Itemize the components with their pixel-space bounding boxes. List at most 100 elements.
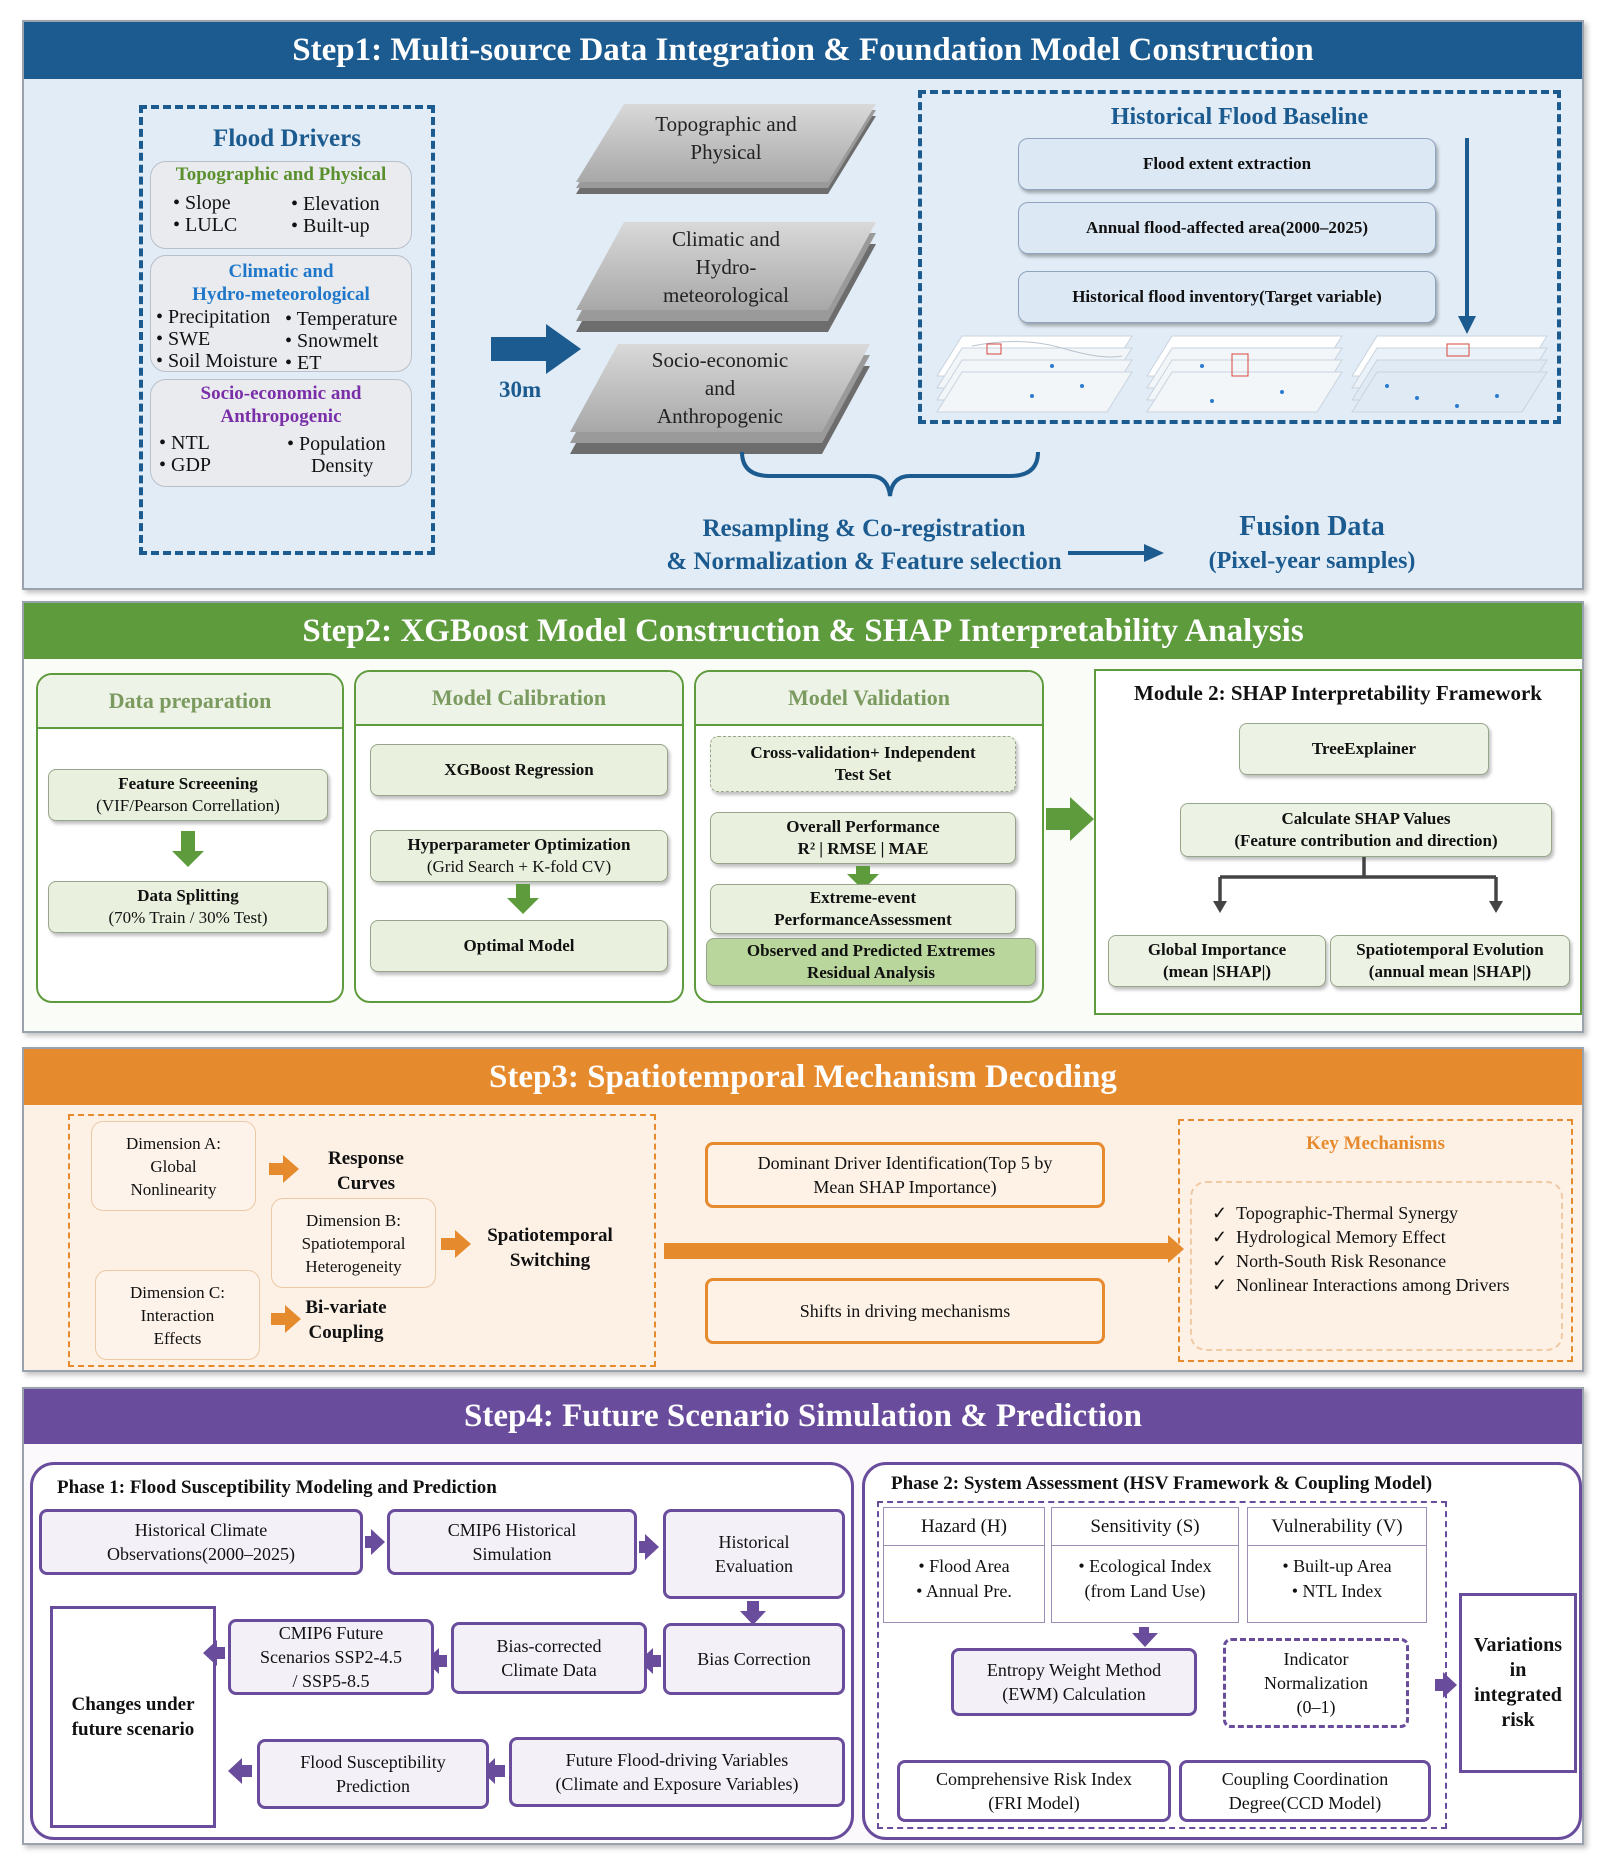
box-title: Hyperparameter Optimization bbox=[407, 835, 631, 854]
fusion-subtitle: (Pixel-year samples) bbox=[1208, 548, 1416, 574]
box-line: Coupling Coordination bbox=[1221, 1769, 1389, 1789]
box-line: Dimension C: bbox=[130, 1282, 225, 1302]
driver-item: SWE bbox=[168, 328, 211, 350]
socio-group-title-1: Socio-economic and bbox=[200, 383, 362, 404]
tree-explainer-box: TreeExplainer bbox=[1239, 723, 1489, 775]
data-prep-column: Data preparation Feature Screeening (VIF… bbox=[36, 673, 344, 1003]
box-line: (annual mean |SHAP|) bbox=[1368, 962, 1532, 981]
model-validation-title: Model Validation bbox=[696, 672, 1042, 726]
driver-item: Snowmelt bbox=[297, 330, 379, 352]
box-line: R² | RMSE | MAE bbox=[797, 839, 929, 858]
fri-box: Comprehensive Risk Index(FRI Model) bbox=[897, 1760, 1171, 1822]
box-line: Flood Susceptibility bbox=[300, 1752, 446, 1772]
key-mechanism-item: North-South Risk Resonance bbox=[1236, 1251, 1447, 1271]
outcome-line: Curves bbox=[336, 1173, 396, 1194]
step2-title: Step2: XGBoost Model Construction & SHAP… bbox=[24, 603, 1582, 659]
processing-line-2: & Normalization & Feature selection bbox=[666, 548, 1062, 575]
future-variables-box: Future Flood-driving Variables(Climate a… bbox=[509, 1737, 845, 1807]
outcome-line: Coupling bbox=[308, 1322, 384, 1343]
box-line: Historical Climate bbox=[134, 1520, 268, 1540]
check-icon: ✓ bbox=[1212, 1203, 1228, 1223]
box-line: Changes under bbox=[71, 1694, 195, 1715]
box-line: Future Flood-driving Variables bbox=[565, 1750, 789, 1770]
box-line: (EWM) Calculation bbox=[1002, 1684, 1146, 1704]
left-arrow-icon bbox=[228, 1758, 252, 1784]
sensitivity-column: Sensitivity (S) • Ecological Index (from… bbox=[1051, 1507, 1239, 1623]
ewm-box: Entropy Weight Method(EWM) Calculation bbox=[951, 1648, 1197, 1716]
box-line: Scenarios SSP2-4.5 bbox=[259, 1647, 402, 1667]
phase2-box: Phase 2: System Assessment (HSV Framewor… bbox=[862, 1462, 1582, 1840]
topo-group-title: Topographic and Physical bbox=[175, 164, 387, 185]
outcome-line: Spatiotemporal bbox=[487, 1225, 613, 1246]
driver-item: Temperature bbox=[296, 308, 398, 330]
box-line: (FRI Model) bbox=[988, 1793, 1080, 1813]
right-arrow-icon bbox=[365, 1529, 385, 1555]
box-line: Heterogeneity bbox=[305, 1256, 402, 1276]
right-arrow-icon bbox=[441, 1230, 471, 1258]
down-arrow-icon bbox=[507, 884, 539, 914]
climate-group-title-1: Climatic and bbox=[228, 261, 334, 282]
box-line: CMIP6 Future bbox=[278, 1623, 384, 1643]
left-arrow-icon bbox=[481, 1758, 505, 1784]
driver-item: Built-up bbox=[303, 215, 370, 237]
box-line: Residual Analysis bbox=[806, 963, 935, 982]
layer-text: Hydro- bbox=[695, 255, 757, 279]
driver-item: Precipitation bbox=[168, 306, 271, 328]
key-mechanisms-box: Key Mechanisms ✓ Topographic-Thermal Syn… bbox=[1178, 1119, 1573, 1362]
integrated-risk-box: Variations in integrated risk bbox=[1459, 1593, 1577, 1773]
phase1-title: Phase 1: Flood Susceptibility Modeling a… bbox=[57, 1477, 497, 1498]
key-mechanism-item: Nonlinear Interactions among Drivers bbox=[1236, 1275, 1510, 1295]
data-splitting-box: Data Splitting (70% Train / 30% Test) bbox=[48, 881, 328, 933]
flood-map-thumbnails bbox=[936, 335, 1548, 413]
flood-drivers-title: Flood Drivers bbox=[213, 125, 361, 152]
resolution-label: 30m bbox=[499, 377, 542, 402]
hsv-item: • Ecological Index bbox=[1078, 1556, 1212, 1576]
residual-analysis-box: Observed and Predicted Extremes Residual… bbox=[706, 938, 1036, 986]
check-icon: ✓ bbox=[1212, 1227, 1228, 1247]
box-line: Dimension B: bbox=[306, 1210, 401, 1230]
hsv-item: • Annual Pre. bbox=[916, 1581, 1012, 1601]
driver-item: Elevation bbox=[303, 193, 380, 215]
key-mechanism-item: Hydrological Memory Effect bbox=[1236, 1227, 1446, 1247]
down-arrow-icon bbox=[847, 866, 879, 890]
box-line: Normalization bbox=[1264, 1673, 1368, 1693]
box-line: Degree(CCD Model) bbox=[1228, 1793, 1382, 1813]
step3-title: Step3: Spatiotemporal Mechanism Decoding bbox=[24, 1049, 1582, 1105]
layer-text: Anthropogenic bbox=[657, 404, 783, 428]
box-line: integrated bbox=[1474, 1684, 1562, 1706]
layer-text: meteorological bbox=[663, 283, 789, 307]
driver-item: Slope bbox=[185, 192, 231, 214]
box-line: Observations(2000–2025) bbox=[107, 1544, 295, 1564]
box-title: Feature Screeening bbox=[118, 774, 258, 793]
layer-text: Topographic and bbox=[655, 112, 797, 136]
hazard-head: Hazard (H) bbox=[884, 1508, 1044, 1546]
step1-title: Step1: Multi-source Data Integration & F… bbox=[24, 22, 1582, 79]
key-mechanism-item: Topographic-Thermal Synergy bbox=[1236, 1203, 1458, 1223]
global-importance-box: Global Importance (mean |SHAP|) bbox=[1108, 935, 1326, 987]
driver-item: Density bbox=[311, 455, 374, 477]
feature-screening-box: Feature Screeening (VIF/Pearson Corrella… bbox=[48, 769, 328, 821]
box-sub: (70% Train / 30% Test) bbox=[108, 908, 268, 927]
box-line: Indicator bbox=[1283, 1649, 1349, 1669]
hsv-item: (from Land Use) bbox=[1084, 1581, 1206, 1601]
left-arrow-icon bbox=[425, 1648, 447, 1674]
phase1-box: Phase 1: Flood Susceptibility Modeling a… bbox=[30, 1462, 854, 1840]
box-line: future scenario bbox=[71, 1719, 195, 1740]
socio-group: Socio-economic and Anthropogenic • NTL •… bbox=[150, 379, 412, 487]
fusion-title: Fusion Data bbox=[1239, 511, 1385, 542]
box-line: Dimension A: bbox=[126, 1133, 221, 1153]
down-arrow-icon bbox=[740, 1601, 766, 1625]
box-line: Mean SHAP Importance) bbox=[813, 1177, 997, 1197]
right-arrow-icon bbox=[1435, 1672, 1457, 1698]
box-line: / SSP5-8.5 bbox=[292, 1671, 370, 1691]
shap-framework-box: Module 2: SHAP Interpretability Framewor… bbox=[1094, 669, 1582, 1015]
vulnerability-column: Vulnerability (V) • Built-up Area • NTL … bbox=[1247, 1507, 1427, 1623]
shifts-box: Shifts in driving mechanisms bbox=[705, 1278, 1105, 1344]
overall-performance-box: Overall Performance R² | RMSE | MAE bbox=[710, 812, 1016, 864]
box-line: Calculate SHAP Values bbox=[1281, 809, 1451, 828]
left-arrow-icon bbox=[639, 1648, 661, 1674]
driver-item: LULC bbox=[185, 214, 238, 236]
